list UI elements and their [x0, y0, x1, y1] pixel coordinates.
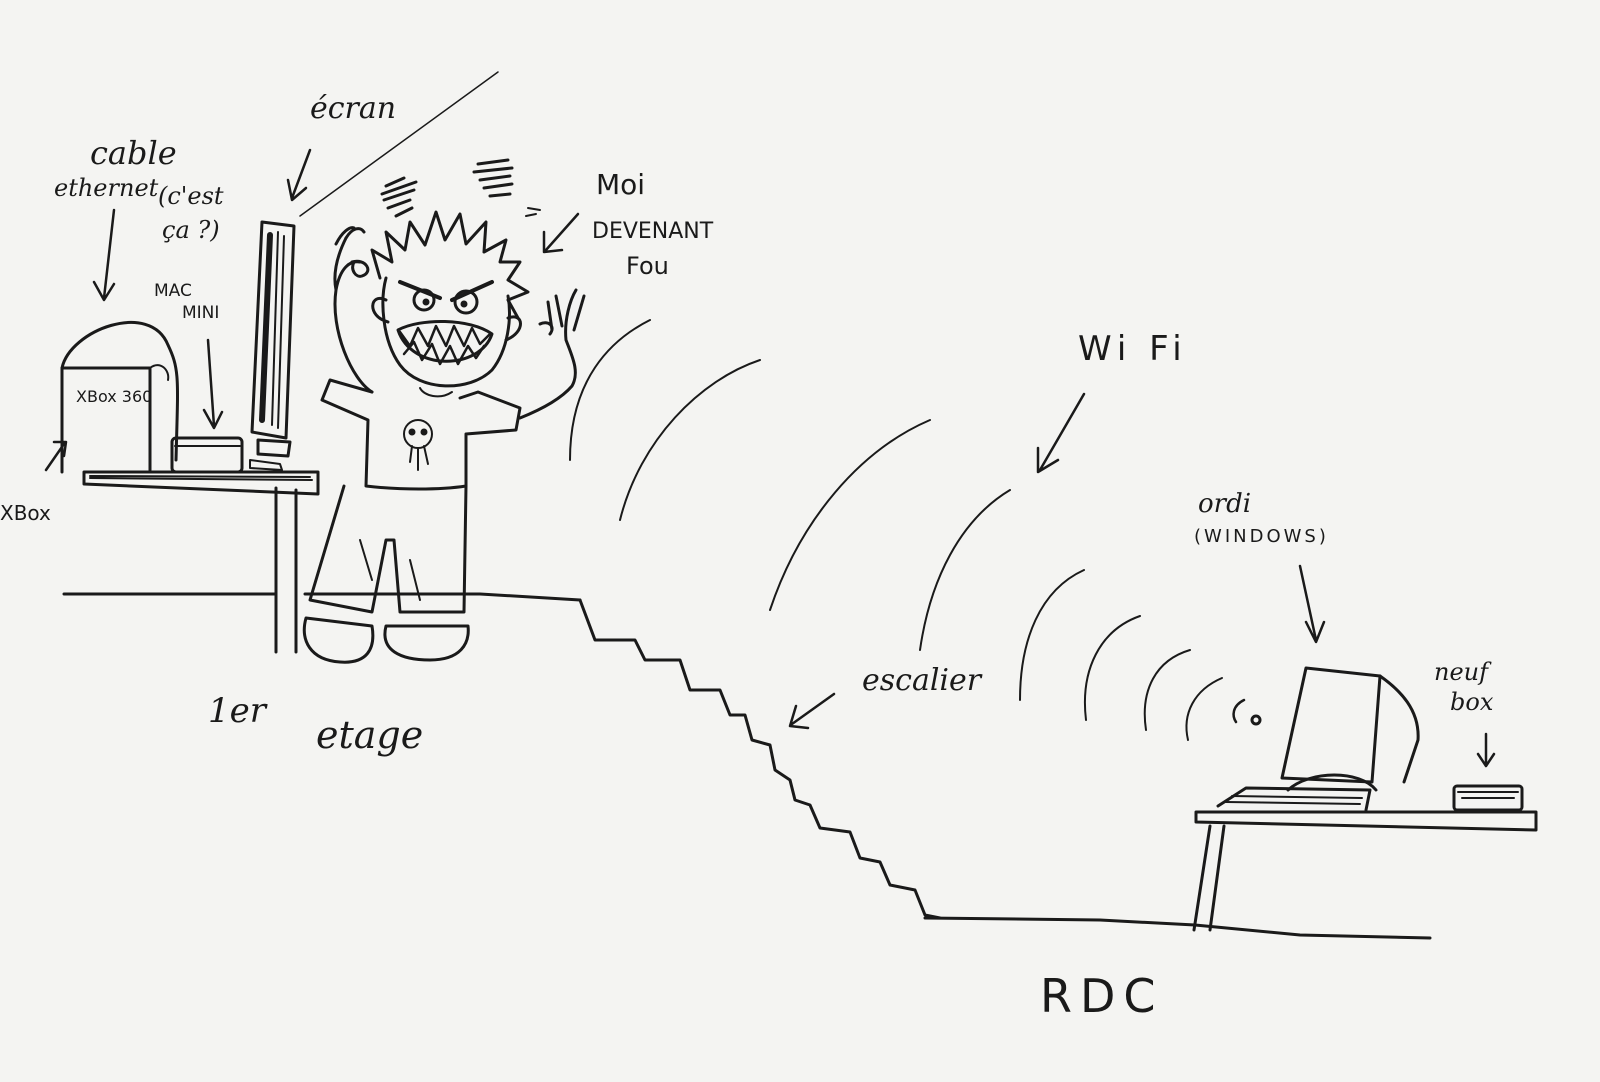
arrow-wifi-icon	[1036, 392, 1086, 474]
arrow-escalier-icon	[788, 692, 836, 730]
label-etage-num: 1er	[208, 691, 268, 731]
label-cable: cable	[90, 134, 177, 172]
label-wifi: Wi Fi	[1078, 329, 1188, 369]
label-moi: Moi	[596, 168, 645, 201]
ground-floor-line	[923, 916, 1432, 940]
arrow-moi-icon	[542, 212, 580, 254]
label-rdc: RDC	[1040, 969, 1164, 1023]
label-escalier: escalier	[862, 663, 983, 698]
label-ecran: écran	[310, 91, 396, 126]
first-floor-line	[62, 592, 582, 602]
arrow-neuf-box-icon	[1476, 732, 1496, 768]
monitor	[249, 220, 296, 471]
label-ethernet: ethernet	[54, 174, 159, 202]
label-windows: (WINDOWS)	[1194, 526, 1329, 547]
angry-character	[302, 210, 586, 664]
arrow-ordi-icon	[1298, 564, 1326, 644]
arrow-cable-icon	[92, 208, 116, 302]
label-box: box	[1450, 688, 1494, 716]
label-devenant: DEVENANT	[592, 219, 714, 244]
staircase	[578, 598, 942, 920]
label-neuf: neuf	[1434, 658, 1492, 686]
neuf-box-router	[1452, 784, 1524, 812]
labels: écran cable ethernet (c'est ça ?) MAC MI…	[0, 91, 1494, 1023]
monitor-sight-line	[299, 71, 499, 217]
label-etage: etage	[316, 713, 423, 757]
label-ca: ça ?)	[162, 216, 220, 244]
windows-computer	[1216, 666, 1420, 812]
xbox360-console	[60, 320, 180, 474]
label-mac: MAC	[154, 281, 192, 301]
label-fou: Fou	[626, 252, 669, 280]
label-cest: (c'est	[158, 182, 224, 210]
upstairs-desk	[82, 470, 320, 654]
anger-scribbles	[380, 158, 541, 218]
arrow-xbox-icon	[44, 440, 68, 472]
label-mini: MINI	[182, 303, 219, 323]
mac-mini	[170, 436, 244, 474]
label-xbox: XBox	[0, 501, 51, 525]
annotation-arrows	[44, 148, 1496, 768]
arrow-ecran-icon	[286, 148, 312, 202]
wifi-waves	[569, 319, 1262, 741]
arrow-mac-mini-icon	[202, 338, 224, 430]
label-xbox360: XBox 360	[76, 387, 152, 406]
downstairs-desk	[1192, 810, 1538, 932]
label-ordi: ordi	[1198, 489, 1251, 519]
